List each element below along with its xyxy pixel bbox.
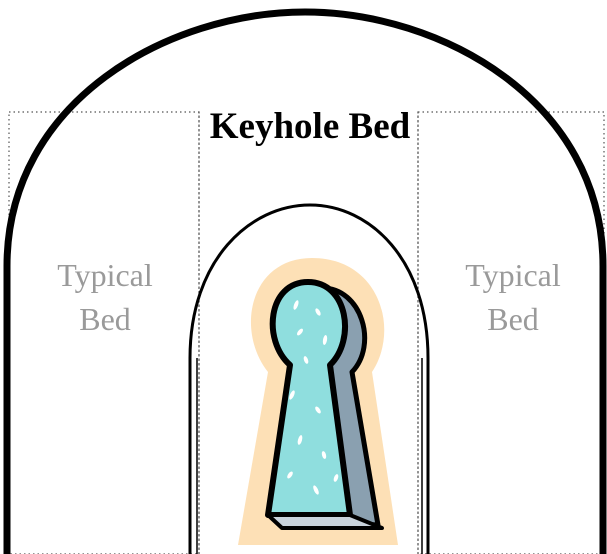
diagram-title: Keyhole Bed (209, 106, 411, 147)
keyhole-icon (238, 258, 398, 545)
left-bed-label: Typical Bed (57, 257, 153, 337)
keyhole-path-outline (188, 203, 430, 554)
outer-bed-arch (3, 8, 607, 554)
right-bed-label: Typical Bed (465, 257, 561, 337)
